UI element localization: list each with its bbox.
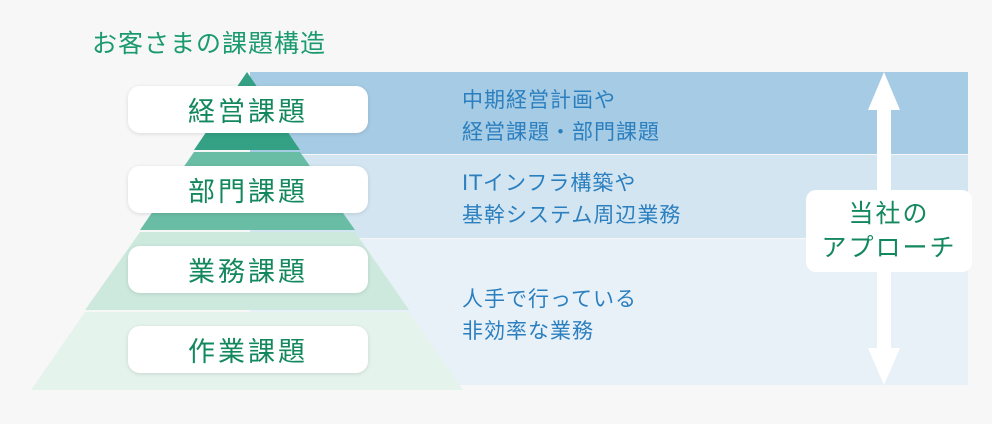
band-text-line: 人手で行っている — [462, 287, 637, 311]
approach-line: 当社の — [848, 199, 930, 228]
band-text-line: 基幹システム周辺業務 — [462, 203, 682, 227]
band-text-department: ITインフラ構築や基幹システム周辺業務 — [462, 167, 681, 231]
approach-label: 当社のアプローチ — [806, 190, 972, 272]
diagram-title: お客さまの課題構造 — [92, 29, 327, 58]
band-text-line: 経営課題・部門課題 — [462, 120, 660, 144]
band-text-operations: 人手で行っている非効率な業務 — [462, 283, 637, 347]
approach-line: アプローチ — [821, 233, 957, 262]
band-text-line: 中期経営計画や — [462, 88, 616, 112]
band-text-management: 中期経営計画や経営課題・部門課題 — [462, 84, 660, 148]
level-label-department: 部門課題 — [128, 166, 368, 213]
level-label-operations: 業務課題 — [128, 246, 368, 293]
level-label-tasks: 作業課題 — [128, 326, 368, 373]
band-text-line: ITインフラ構築や — [462, 171, 637, 195]
band-text-line: 非効率な業務 — [462, 319, 594, 343]
band-management — [250, 72, 968, 154]
level-label-management: 経営課題 — [128, 86, 368, 133]
